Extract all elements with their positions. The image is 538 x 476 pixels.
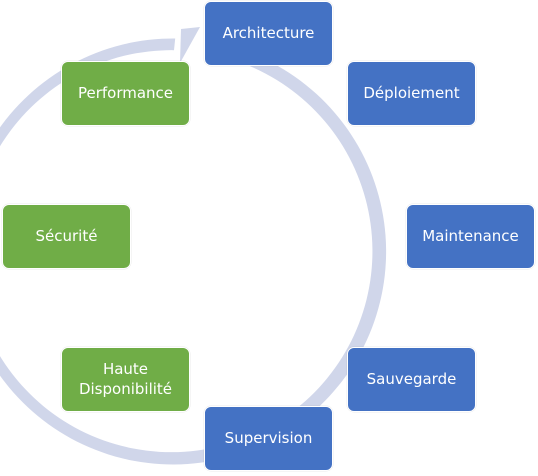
node-securite: Sécurité (2, 204, 131, 269)
node-maintenance: Maintenance (406, 204, 535, 269)
node-architecture: Architecture (204, 1, 333, 66)
node-sauvegarde: Sauvegarde (347, 347, 476, 412)
node-label: Déploiement (363, 83, 460, 102)
node-haute-disponibilite: Haute Disponibilité (61, 347, 190, 412)
node-label: Supervision (224, 428, 313, 447)
node-deploiement: Déploiement (347, 61, 476, 126)
node-label: Sécurité (35, 226, 98, 245)
node-label-line-2: Disponibilité (78, 379, 173, 398)
node-label: Sauvegarde (366, 369, 457, 388)
node-label: Architecture (222, 23, 315, 42)
node-label: Performance (77, 83, 174, 102)
node-supervision: Supervision (204, 406, 333, 471)
node-label: Maintenance (422, 226, 519, 245)
cycle-arrowhead-icon (180, 27, 200, 63)
node-performance: Performance (61, 61, 190, 126)
node-label-line-1: Haute (102, 360, 149, 378)
